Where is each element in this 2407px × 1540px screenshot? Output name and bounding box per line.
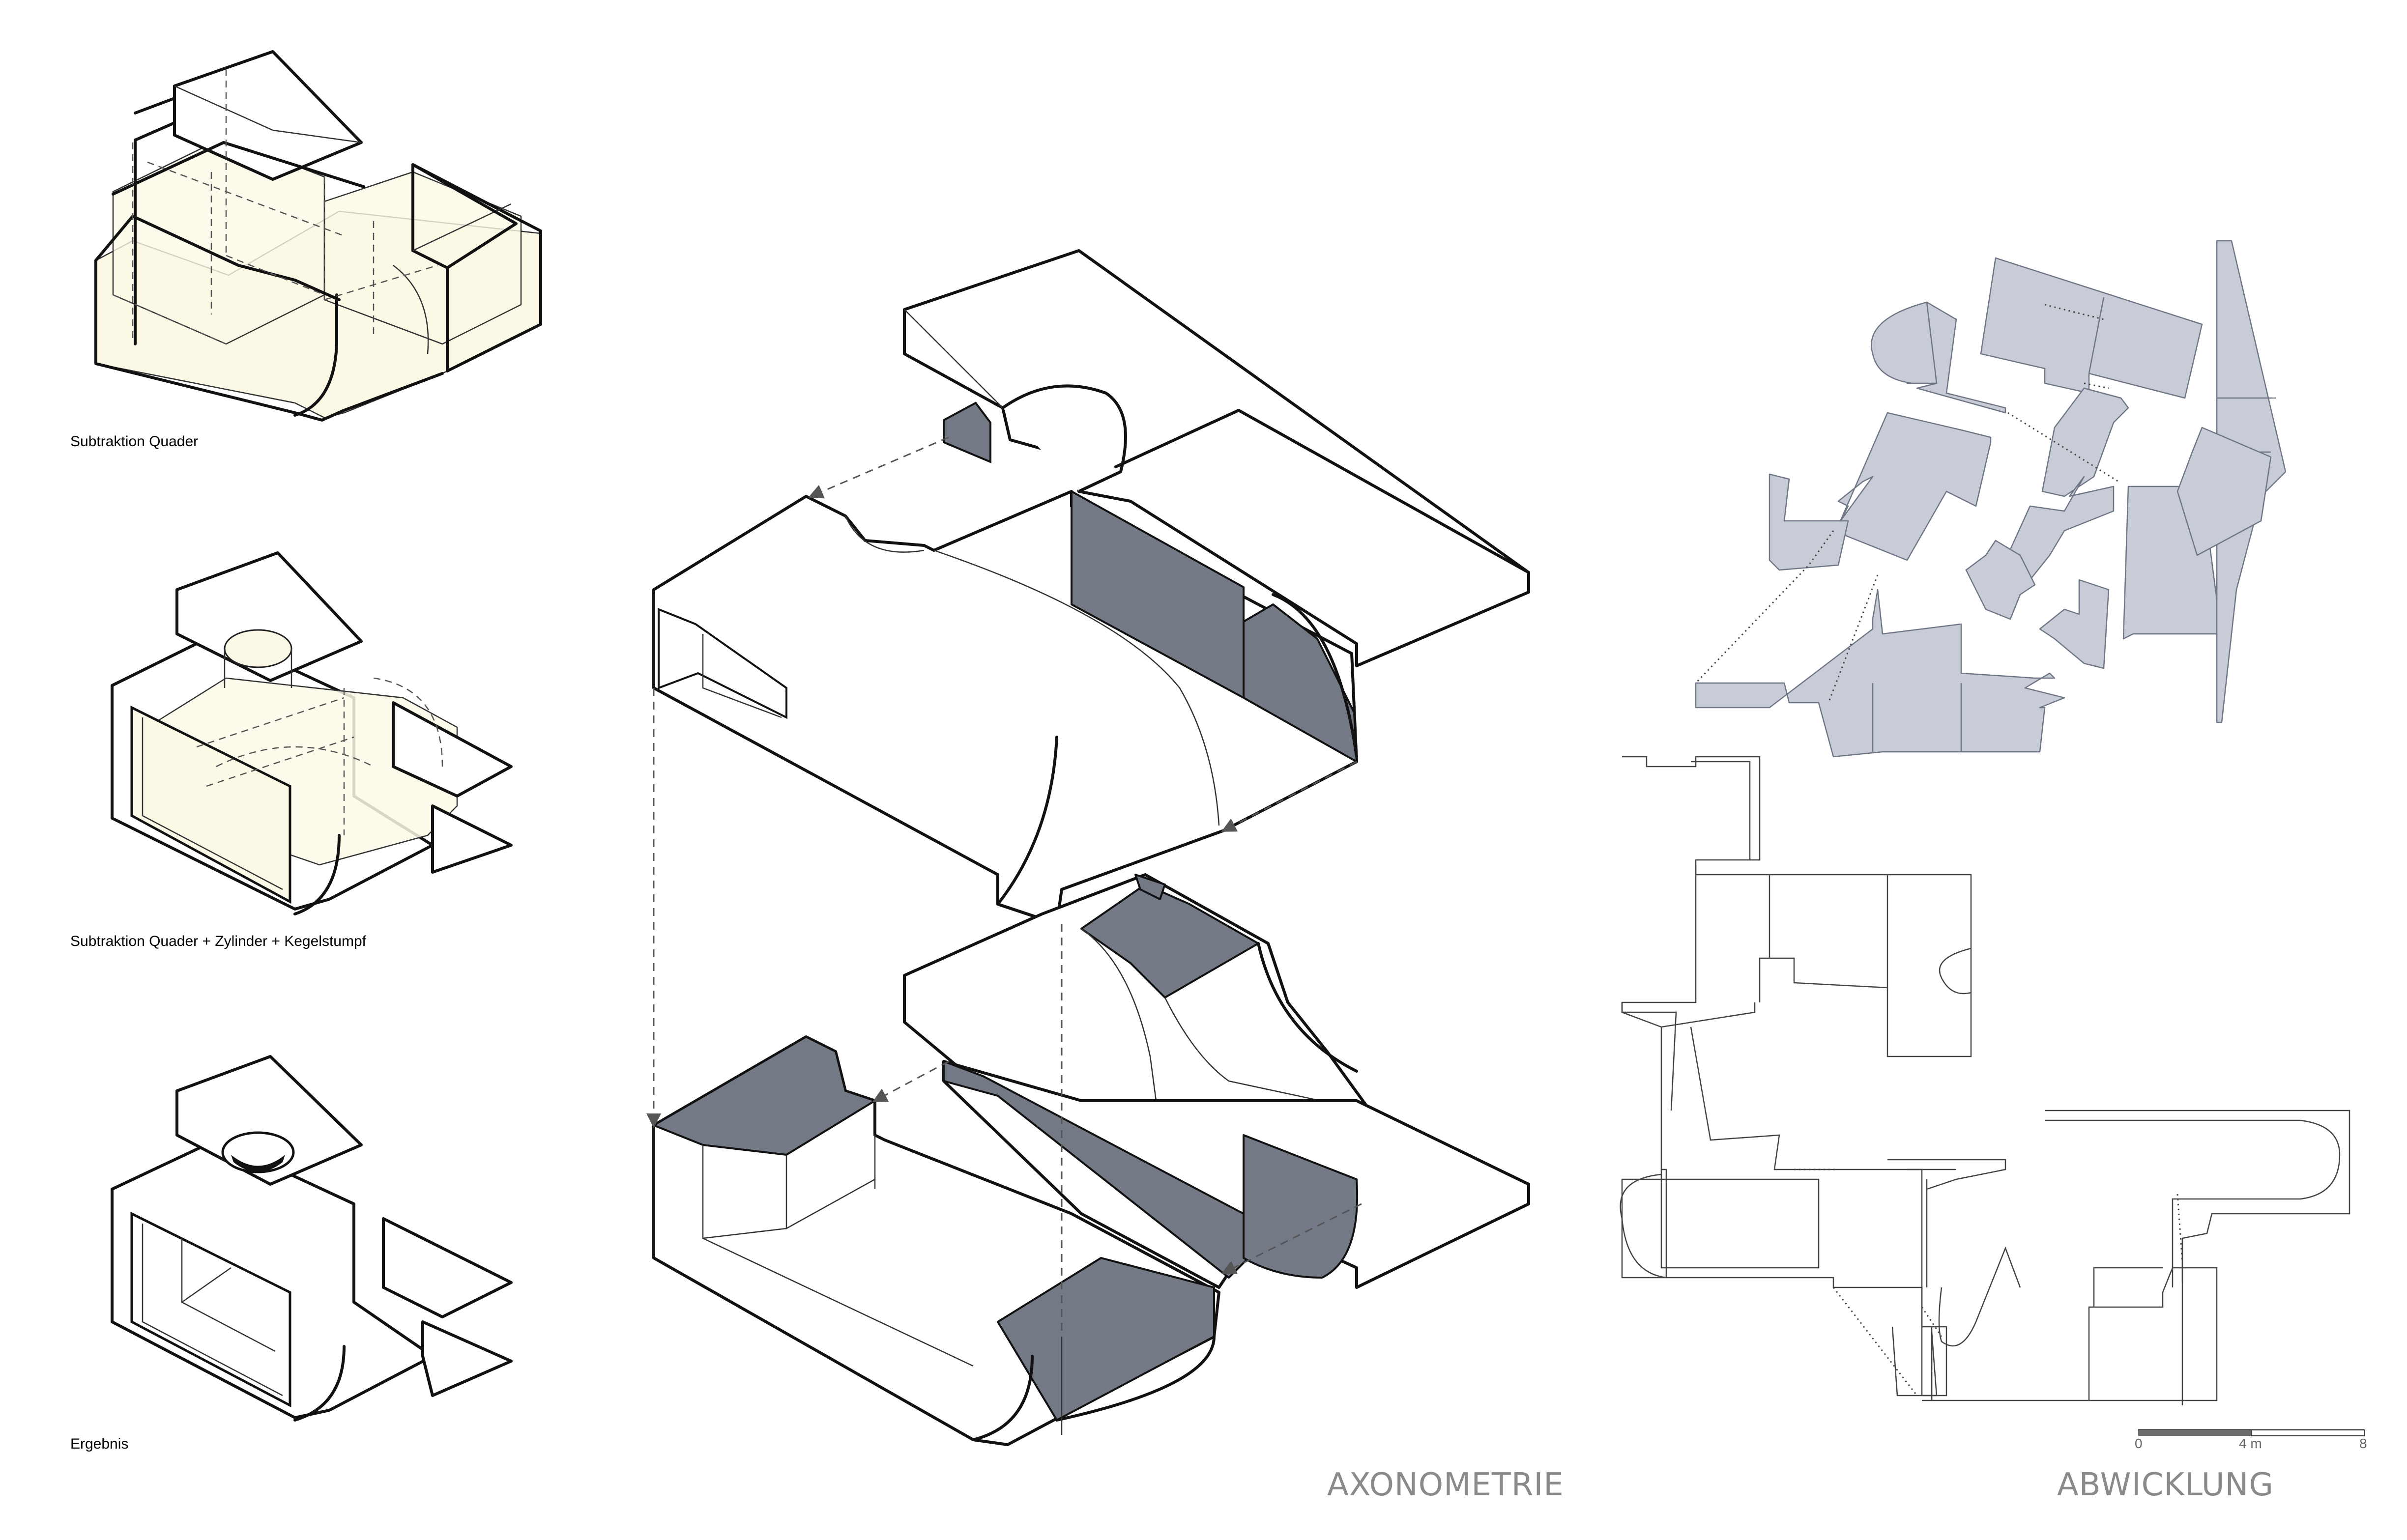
step3-front-opening [130, 1211, 291, 1408]
step1-diagram [94, 50, 542, 422]
step2-front-opening [130, 705, 291, 904]
axo-lower-shade-d [1243, 1134, 1359, 1279]
step3-hole-inner [231, 1155, 285, 1172]
explode-arrow-5 [1221, 1203, 1362, 1274]
axo-small-block [943, 401, 991, 464]
axo-lower-right-slab [942, 1060, 1530, 1289]
net-piece-i [1695, 589, 2065, 758]
scale-mid-label: 4 m [2239, 1436, 2262, 1451]
net-piece-a [1980, 257, 2203, 399]
step2-caption: Subtraktion Quader + Zylinder + Kegelstu… [70, 933, 367, 949]
step1-top-slab [173, 50, 363, 181]
scale-end-label: 8 [2359, 1436, 2367, 1451]
axo-bottom-shade-right [997, 1257, 1215, 1421]
axonometry-label: AXONOMETRIE [1327, 1467, 1564, 1503]
step2-cylinder-top [224, 629, 292, 668]
step1-caption: Subtraktion Quader [70, 433, 198, 450]
net-piece-e [1769, 473, 1849, 571]
explode-arrow-2 [1221, 761, 1357, 832]
scale-bar [2138, 1429, 2365, 1436]
axo-shade-curved [1243, 603, 1358, 763]
explode-arrow-4 [872, 1060, 949, 1102]
step3-wing-bottom [421, 1320, 513, 1397]
unfolding-net-upper [1695, 240, 2287, 758]
explode-arrow-1 [808, 436, 949, 499]
axo-lower-shade-c [943, 1060, 1249, 1279]
unfolding-net-lower [1620, 756, 2350, 1405]
net-piece-g [1965, 540, 2036, 620]
axo-upper-scallop [844, 515, 925, 553]
step2-top-slab [175, 551, 363, 682]
net-piece-d [1832, 412, 1992, 561]
axo-top-notch [1002, 384, 1127, 493]
net-piece-h [2039, 579, 2110, 669]
axo-left-opening [658, 608, 787, 719]
axonometry-exploded [646, 249, 1530, 1446]
step2-diagram [111, 551, 513, 915]
net-piece-c [2041, 387, 2129, 497]
net-piece-b-curve [1871, 301, 1938, 384]
step3-diagram [111, 1055, 513, 1422]
scale-bar-segment-1 [2138, 1430, 2251, 1436]
axo-bottom-shade-left [653, 1036, 876, 1156]
scale-bar-segment-2 [2251, 1429, 2365, 1436]
step3-wing-top [382, 1217, 513, 1318]
step2-right-wing-top [392, 701, 513, 798]
step2-right-wing-bottom [431, 804, 513, 874]
axo-lower-shade-b [1134, 874, 1166, 900]
unfolding-label: ABWICKLUNG [2057, 1467, 2274, 1503]
scale-start-label: 0 [2135, 1436, 2143, 1451]
step3-caption: Ergebnis [70, 1436, 128, 1452]
net-piece-k [2176, 427, 2272, 556]
